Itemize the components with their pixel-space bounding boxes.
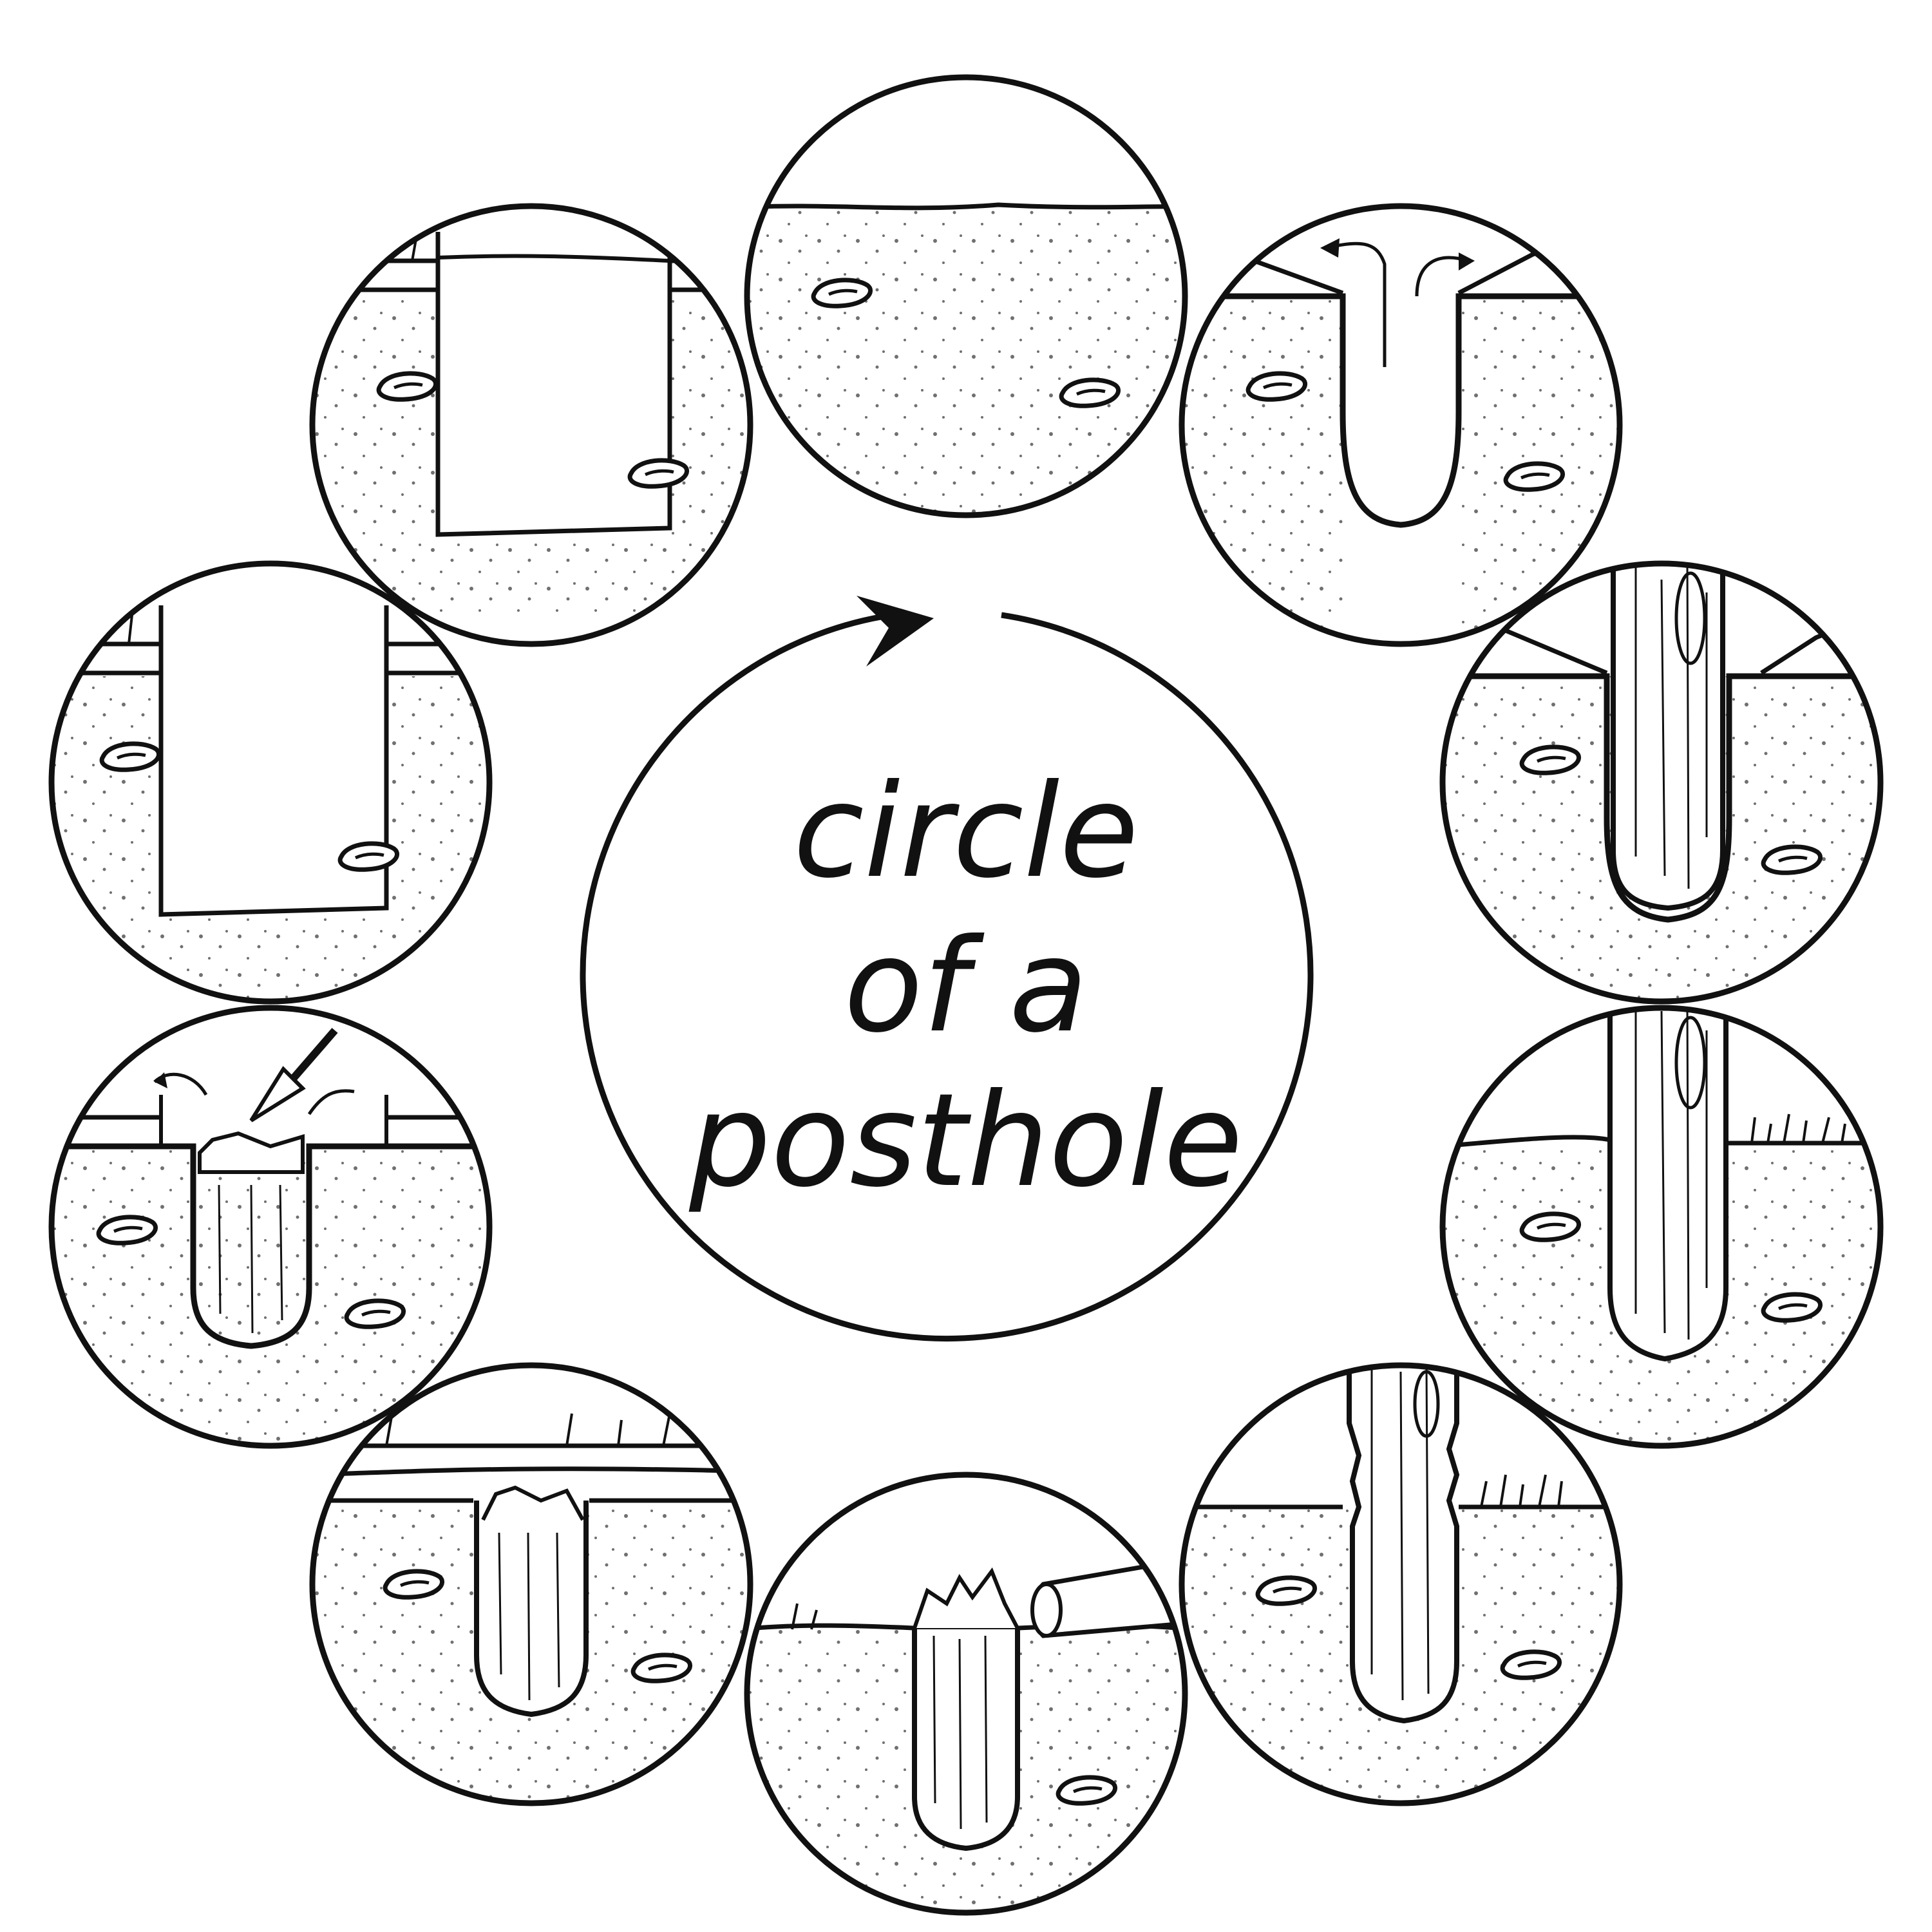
title-line-2: of a	[844, 911, 1088, 1061]
stage-panel-6	[744, 1472, 1188, 1916]
stage-panel-10	[309, 203, 753, 647]
arrow-head-icon	[857, 596, 934, 667]
stage-panel-7	[309, 1362, 753, 1806]
stage-panel-8	[48, 1005, 493, 1449]
central-title-panel: circle of a posthole	[580, 596, 1314, 1341]
cycle-arrow-arc	[580, 612, 1314, 1341]
title-line-3: posthole	[688, 1066, 1243, 1216]
stage-panel-1	[744, 74, 1188, 518]
stage-panel-3	[1439, 560, 1884, 1005]
stage-panel-9	[48, 560, 493, 1005]
title-line-1: circle	[793, 757, 1139, 907]
stage-panel-2	[1179, 203, 1623, 647]
